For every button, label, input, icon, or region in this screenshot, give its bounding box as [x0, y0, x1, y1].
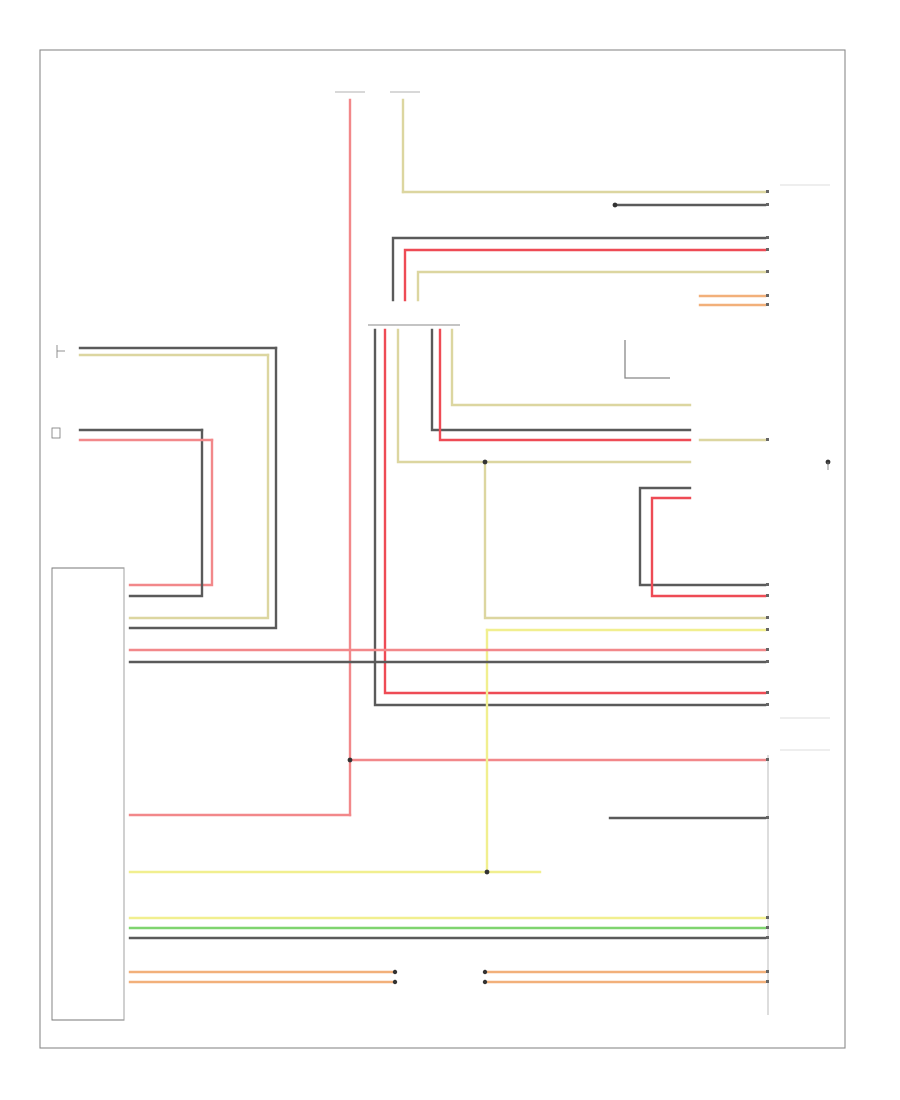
wire-tan-down-1 — [396, 328, 692, 464]
wire-yellow-long — [128, 628, 489, 874]
wire-red-down-1 — [383, 328, 767, 695]
wire-tan-down-2 — [450, 328, 692, 407]
module-box-left — [51, 567, 125, 1021]
diagram-frame — [39, 49, 846, 1049]
wire-black-loop — [391, 236, 767, 302]
antenna-icon — [51, 427, 61, 439]
wire-tan-left-1 — [128, 353, 270, 620]
splice-dot-icon — [484, 869, 490, 875]
wire-red-left-1 — [128, 438, 214, 587]
antenna-icon — [56, 345, 65, 358]
wire-black-down-1 — [373, 328, 767, 707]
ground-wire-right — [624, 340, 670, 379]
splice-dot-icon — [392, 969, 398, 975]
wire-tan-loop — [416, 270, 767, 302]
wire-tan-long — [483, 460, 767, 620]
connector-pin-icon — [766, 190, 769, 983]
splice-dot-icon — [612, 202, 618, 208]
wire-black-left-2 — [128, 346, 278, 630]
wire-red-loop — [403, 248, 767, 302]
splice-dot-icon — [392, 979, 398, 985]
splice-dot-icon — [347, 757, 353, 763]
wire-black-down-2 — [430, 328, 692, 432]
wire-black-right-loop — [638, 486, 767, 587]
splice-dot-icon — [482, 969, 488, 975]
wire-red-right-loop — [650, 496, 767, 598]
wire-red-down-2 — [438, 328, 692, 442]
wire-black-left-1 — [128, 428, 204, 598]
splice-dot-icon — [482, 979, 488, 985]
splice-dot-icon — [482, 459, 488, 465]
